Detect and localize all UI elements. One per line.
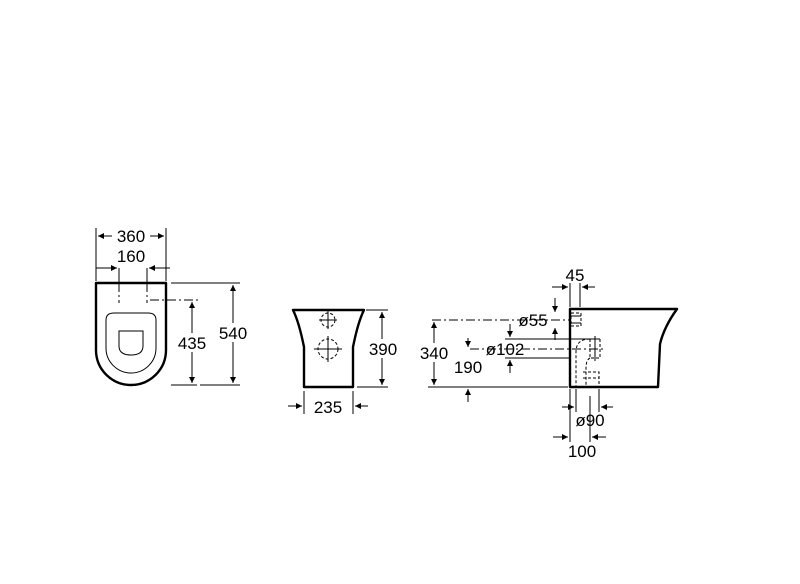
dimension-width-overall: 360 xyxy=(117,227,145,246)
dimension-floor-outlet-offset: 100 xyxy=(568,442,596,461)
inlet-spigot xyxy=(570,312,582,327)
dimension-inlet-diameter: ø55 xyxy=(518,311,547,330)
bowl-outline xyxy=(94,281,168,387)
dimension-depth-overall: 540 xyxy=(219,324,247,343)
dimension-height-inlet: 340 xyxy=(420,344,448,363)
dimension-width-base: 235 xyxy=(314,398,342,417)
bowl-inner-opening xyxy=(118,330,144,356)
dimension-outlet-diameter: ø102 xyxy=(486,340,525,359)
outlet-pipe xyxy=(575,338,601,387)
dimension-height: 390 xyxy=(369,340,397,359)
side-view: 45 ø55 ø102 340 190 ø90 xyxy=(414,266,679,461)
dimension-offset-top: 45 xyxy=(566,266,585,285)
pan-front-outline xyxy=(291,308,366,389)
bowl-inner-rim xyxy=(105,312,157,374)
dimension-depth-fixing: 435 xyxy=(178,334,206,353)
dimension-width-fixing: 160 xyxy=(117,247,145,266)
front-view: 235 390 xyxy=(288,308,402,417)
dimension-height-outlet: 190 xyxy=(454,358,482,377)
pan-side-outline xyxy=(568,307,679,389)
top-view: 360 160 435 540 xyxy=(94,226,252,387)
